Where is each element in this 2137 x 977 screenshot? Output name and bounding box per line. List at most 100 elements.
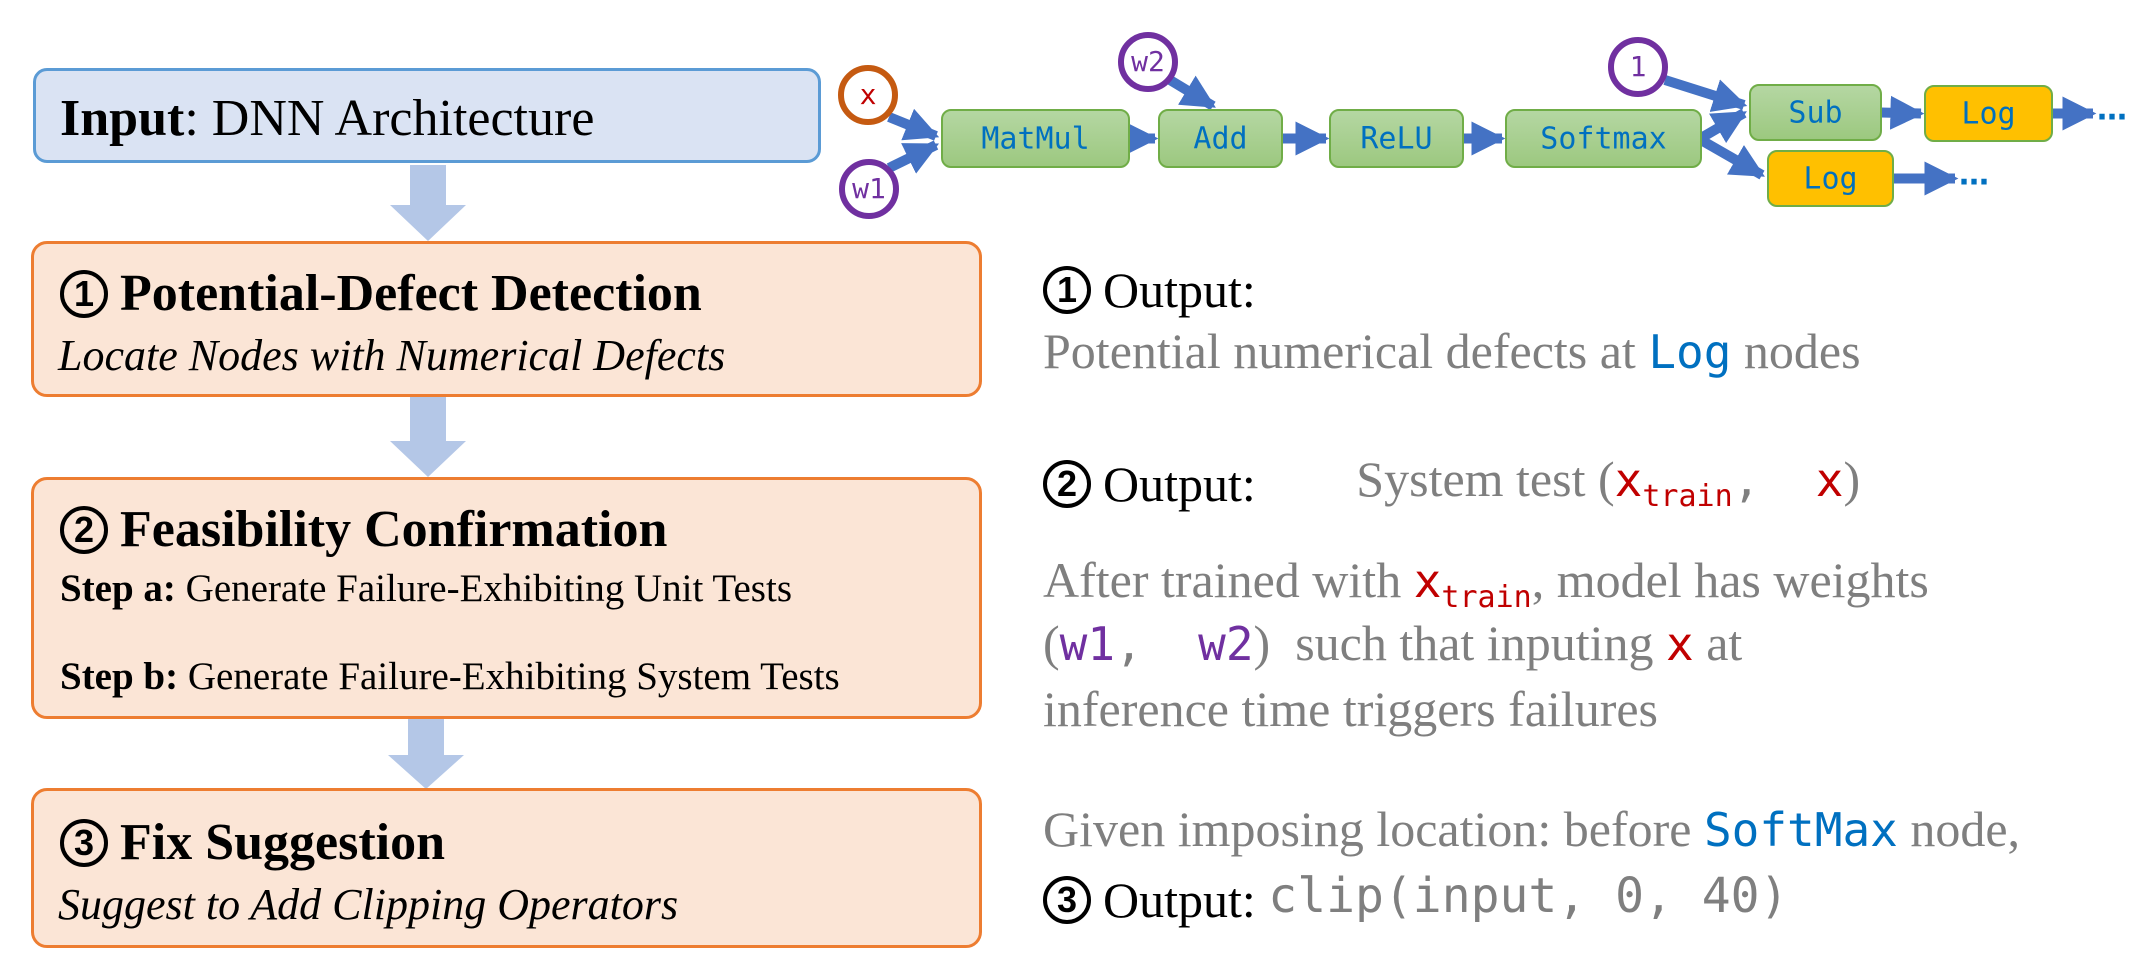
input-label: w2 xyxy=(1131,45,1165,78)
node-label: Sub xyxy=(1788,96,1842,131)
node-label: Log xyxy=(1803,162,1857,197)
edge-sub-log xyxy=(1880,95,1925,130)
stage3-subtitle: Suggest to Add Clipping Operators xyxy=(58,880,679,929)
edge-w1-matmul xyxy=(886,140,940,174)
graph-node-log: Log xyxy=(1924,85,2053,142)
output3-label: Output: xyxy=(1103,872,1269,928)
separator: , xyxy=(1115,617,1199,671)
system-test: System test (xtrain, x) xyxy=(1356,451,1861,514)
stage3-title: 3 Fix Suggestion xyxy=(60,813,445,872)
w2-code: w2 xyxy=(1198,617,1254,671)
step-number-icon: 2 xyxy=(60,505,108,554)
output2-label: Output: xyxy=(1103,456,1256,512)
node-label: Log xyxy=(1961,97,2015,132)
edge-const-sub xyxy=(1663,75,1748,112)
output1-text: Potential numerical defects at Log nodes xyxy=(1043,322,1861,380)
node-label: Add xyxy=(1193,122,1247,157)
node-box xyxy=(1749,84,1882,141)
stage-potential-defect-detection: 1 Potential-Defect Detection Locate Node… xyxy=(31,241,982,397)
stage-fix-suggestion: 3 Fix Suggestion Suggest to Add Clipping… xyxy=(31,788,982,948)
input-circle xyxy=(1608,37,1668,97)
clip-code: clip(input, 0, 40) xyxy=(1268,868,1789,924)
explain1-post: , model has weights xyxy=(1531,552,1929,608)
graph-node-log: Log xyxy=(1767,150,1894,207)
x-train-subscript: train xyxy=(1441,580,1532,615)
step-number-icon: 3 xyxy=(60,818,108,867)
edge-w2-add xyxy=(1167,75,1216,111)
stage1-title-text: Potential-Defect Detection xyxy=(120,265,702,322)
node-label: MatMul xyxy=(981,122,1089,157)
system-test-pre: System test ( xyxy=(1356,451,1615,507)
input-label: 1 xyxy=(1630,50,1647,83)
explain2-end: at xyxy=(1693,615,1743,671)
separator: , xyxy=(1732,453,1816,507)
node-box xyxy=(1505,109,1702,168)
step-b-label: Step b: xyxy=(60,655,179,698)
stage-feasibility-confirmation: 2 Feasibility Confirmation Step a: Gener… xyxy=(31,477,982,719)
node-label: Softmax xyxy=(1540,122,1666,157)
given-post: node, xyxy=(1897,801,2021,857)
step-number-icon: 2 xyxy=(1043,460,1091,508)
input-label-bold: Input xyxy=(60,90,185,147)
step-b: Step b: Generate Failure-Exhibiting Syst… xyxy=(60,654,840,699)
edge-softmax-sub xyxy=(1698,108,1747,144)
output1-text-pre: Potential numerical defects at xyxy=(1043,323,1649,379)
graph-input-x: x xyxy=(838,65,898,125)
x-train-code: x xyxy=(1413,554,1442,608)
stage1-title: 1 Potential-Defect Detection xyxy=(60,264,702,323)
graph-node-softmax: Softmax xyxy=(1505,109,1702,168)
edge-x-matmul xyxy=(887,108,940,141)
graph-node-sub: Sub xyxy=(1749,84,1882,141)
node-box xyxy=(1329,109,1464,168)
output1-label: Output: xyxy=(1103,262,1256,318)
input-circle xyxy=(838,65,898,125)
output1-text-post: nodes xyxy=(1731,323,1861,379)
graph-input-w2: w2 xyxy=(1118,32,1178,92)
graph-node-relu: ReLU xyxy=(1329,109,1464,168)
input-circle xyxy=(1118,32,1178,92)
node-label: ReLU xyxy=(1360,122,1432,157)
graph-edges xyxy=(886,75,2097,196)
explain-line-1: After trained with xtrain, model has wei… xyxy=(1043,551,1929,615)
explain1-pre: After trained with xyxy=(1043,552,1414,608)
stage2-title-text: Feasibility Confirmation xyxy=(120,501,668,558)
graph-node-add: Add xyxy=(1158,109,1283,168)
continuation-ellipsis: … xyxy=(1959,158,1989,193)
input-circle xyxy=(839,159,899,219)
down-arrow-2 xyxy=(390,397,466,477)
node-box xyxy=(941,109,1130,168)
step-number-icon: 1 xyxy=(60,269,108,318)
node-box xyxy=(1158,109,1283,168)
paren-close: ) xyxy=(1253,615,1271,671)
paren-open: ( xyxy=(1043,615,1060,671)
input-label-rest: : DNN Architecture xyxy=(184,90,595,147)
given-location: Given imposing location: before SoftMax … xyxy=(1043,800,2020,858)
explain2-post: such that inputing xyxy=(1270,615,1666,671)
x-train-subscript: train xyxy=(1642,479,1733,514)
stage1-subtitle: Locate Nodes with Numerical Defects xyxy=(58,331,726,380)
graph-node-matmul: MatMul xyxy=(941,109,1130,168)
log-code: Log xyxy=(1648,325,1732,379)
node-box xyxy=(1767,150,1894,207)
down-arrow-1 xyxy=(390,165,466,241)
x-train-code: x xyxy=(1614,453,1643,507)
system-test-post: ) xyxy=(1843,451,1861,507)
node-box xyxy=(1924,85,2053,142)
explain-line-3: inference time triggers failures xyxy=(1043,681,1658,737)
x-code: x xyxy=(1666,617,1694,671)
stage2-title: 2 Feasibility Confirmation xyxy=(60,500,667,559)
step-a: Step a: Generate Failure-Exhibiting Unit… xyxy=(60,566,792,611)
x-code: x xyxy=(1815,453,1844,507)
input-label: w1 xyxy=(852,172,886,205)
explain-line-2: (w1, w2) such that inputing x at xyxy=(1043,614,1742,672)
input-box: Input: DNN Architecture xyxy=(33,68,821,163)
input-label: x xyxy=(860,78,877,111)
step-a-text: Generate Failure-Exhibiting Unit Tests xyxy=(175,567,792,610)
down-arrow-3 xyxy=(388,719,464,789)
softmax-code: SoftMax xyxy=(1703,803,1898,857)
